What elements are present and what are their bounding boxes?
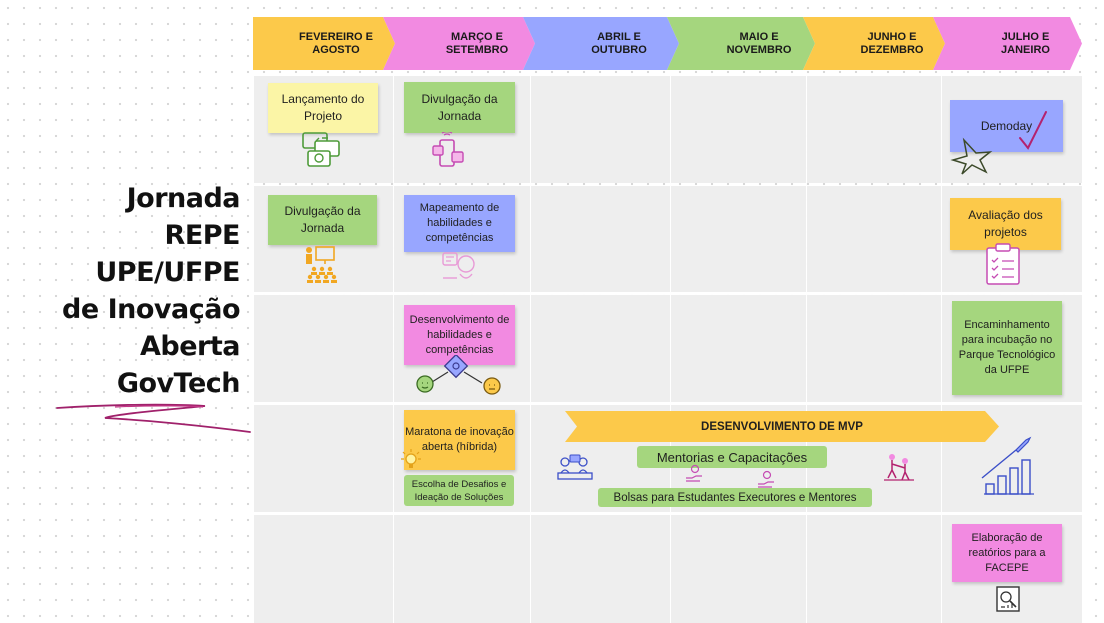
title-line: Aberta	[140, 331, 240, 362]
grid-cell	[807, 186, 941, 292]
grid-cell	[807, 295, 941, 402]
brain-skills-icon	[442, 252, 475, 279]
chat-bubbles-icon	[302, 132, 340, 167]
grid-cell	[671, 186, 806, 292]
grid-cell	[671, 295, 806, 402]
lightbulb-icon	[401, 449, 421, 468]
coin-hand-icon	[686, 464, 702, 482]
note-encaminhamento: Encaminhamento para incubação no Parque …	[952, 301, 1062, 395]
title-line: GovTech	[116, 368, 241, 399]
journey-title: Jornada REPE UPE/UFPE de Inovação Aberta…	[20, 180, 240, 402]
grid-cell	[254, 515, 393, 623]
title-line: REPE	[164, 220, 241, 251]
column-chevron-jul	[933, 17, 1082, 70]
note-elaboracao: Elaboração de reatórios para a FACEPE	[952, 524, 1062, 582]
mvp-arrow	[565, 411, 999, 442]
note-divulgacao-marco: Divulgação da Jornada	[404, 82, 515, 133]
grid-cell	[394, 515, 530, 623]
column-headers-bar	[253, 17, 1082, 70]
note-lancamento: Lançamento do Projeto	[268, 83, 378, 133]
note-maratona: Maratona de inovação aberta (híbrida)	[404, 410, 515, 470]
pill-bolsas: Bolsas para Estudantes Executores e Ment…	[598, 488, 872, 507]
team-meeting-icon	[557, 454, 593, 480]
clipboard-checklist-icon	[986, 243, 1020, 285]
column-chevron-fev	[253, 17, 395, 70]
grid-cell	[254, 405, 393, 512]
grid-cell	[254, 295, 393, 402]
scribble-underline-icon	[56, 403, 251, 433]
mvp-label: DESENVOLVIMENTO DE MVP	[701, 420, 863, 433]
column-chevron-mar	[383, 17, 535, 70]
grid-cell	[807, 515, 941, 623]
grid-cell	[531, 76, 670, 183]
column-chevron-abr	[523, 17, 679, 70]
report-search-icon	[996, 586, 1020, 612]
title-line: de Inovação	[62, 294, 240, 325]
note-desenvolvimento-hab: Desenvolvimento de habilidades e competê…	[404, 305, 515, 365]
pill-escolha: Escolha de Desafios e Ideação de Soluçõe…	[404, 475, 514, 506]
rocket-growth-icon	[981, 436, 1034, 495]
note-mapeamento: Mapeamento de habilidades e competências	[404, 195, 515, 252]
grid-cell	[807, 76, 941, 183]
smartphone-social-icon	[432, 132, 464, 167]
note-divulgacao-fev: Divulgação da Jornada	[268, 195, 377, 245]
grid-cell	[671, 515, 806, 623]
note-avaliacao: Avaliação dos projetos	[950, 198, 1061, 250]
skills-network-icon	[416, 355, 501, 395]
presentation-audience-icon	[306, 246, 337, 283]
note-demoday: Demoday	[950, 100, 1063, 152]
mentoring-climb-icon	[884, 454, 914, 481]
title-line: Jornada	[126, 183, 241, 214]
coin-hand-icon	[758, 470, 774, 488]
title-line: UPE/UFPE	[95, 257, 240, 288]
grid-cell	[531, 186, 670, 292]
pill-mentorias: Mentorias e Capacitações	[637, 446, 827, 468]
column-chevron-mai	[667, 17, 815, 70]
column-chevron-jun	[803, 17, 945, 70]
grid-cell	[531, 515, 670, 623]
grid-cell	[671, 76, 806, 183]
grid-cell	[531, 295, 670, 402]
checkmark-star-icon	[950, 111, 1047, 175]
